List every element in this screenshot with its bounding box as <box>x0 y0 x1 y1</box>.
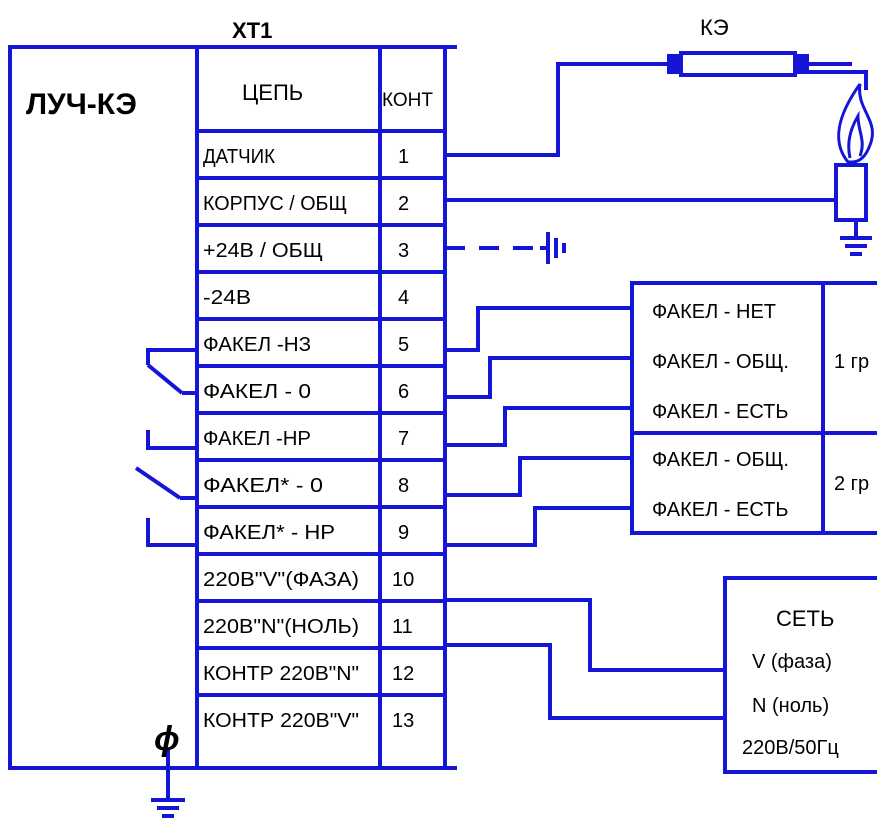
terminal-contact-number: 6 <box>398 381 409 403</box>
terminal-contact-number: 3 <box>398 240 409 262</box>
mains-wires <box>445 598 725 720</box>
terminal-contact-number: 13 <box>392 710 414 732</box>
flame-block-group1: ФАКЕЛ - НЕТ ФАКЕЛ - ОБЩ. ФАКЕЛ - ЕСТЬ 1 … <box>652 301 869 423</box>
terminal-contact-number: 7 <box>398 428 409 450</box>
mains-line: N (ноль) <box>752 695 829 717</box>
terminal-circuit-label: +24В / ОБЩ <box>203 240 323 262</box>
terminal-contact-number: 2 <box>398 193 409 215</box>
flame-g1-item: ФАКЕЛ - ЕСТЬ <box>652 401 788 423</box>
flame-g1-item: ФАКЕЛ - ОБЩ. <box>652 351 789 373</box>
flame-group2-label: 2 гр <box>834 473 869 495</box>
terminal-circuit-label: КОНТР 220В"N" <box>203 663 359 685</box>
terminal-block-title: XT1 <box>232 18 272 43</box>
device-ground <box>151 750 185 818</box>
relay-contacts <box>134 348 197 547</box>
terminal-circuit-label: -24В <box>203 287 251 309</box>
terminal-circuit-label: КОРПУС / ОБЩ <box>203 193 347 215</box>
mains-block-frame <box>723 576 877 774</box>
terminal-table-grid <box>195 47 447 768</box>
mains-line: 220В/50Гц <box>742 737 839 759</box>
mains-title: СЕТЬ <box>776 606 834 631</box>
terminal-circuit-label: КОНТР 220В"V" <box>203 710 359 732</box>
terminal-circuit-label: ФАКЕЛ -НЗ <box>203 334 311 356</box>
terminal-contact-number: 11 <box>392 616 413 638</box>
ground-phi-symbol: ϕ <box>154 720 180 758</box>
terminal-contact-number: 4 <box>398 287 409 309</box>
terminal-circuit-label: ФАКЕЛ -НР <box>203 428 311 450</box>
terminal-circuit-label: ФАКЕЛ* - 0 <box>203 475 323 497</box>
terminal-circuit-label: ФАКЕЛ - 0 <box>203 381 311 403</box>
terminal-contact-number: 8 <box>398 475 409 497</box>
terminal-contact-number: 1 <box>398 146 409 168</box>
terminal-circuit-label: 220В"N"(НОЛЬ) <box>203 616 359 638</box>
flame-block-group2: ФАКЕЛ - ОБЩ. ФАКЕЛ - ЕСТЬ 2 гр <box>652 449 869 521</box>
flame-g1-item: ФАКЕЛ - НЕТ <box>652 301 776 323</box>
terminal-contact-number: 10 <box>392 569 414 591</box>
device-frame <box>8 45 457 770</box>
header-circuit: ЦЕПЬ <box>242 80 303 105</box>
sensor-label: КЭ <box>700 15 729 40</box>
flame-g2-item: ФАКЕЛ - ОБЩ. <box>652 449 789 471</box>
terminal-circuit-label: ФАКЕЛ* - НР <box>203 522 335 544</box>
flame-icon <box>837 83 874 164</box>
terminal-contact-number: 5 <box>398 334 409 356</box>
flame-g2-item: ФАКЕЛ - ЕСТЬ <box>652 499 788 521</box>
mains-line: V (фаза) <box>752 651 832 673</box>
device-name: ЛУЧ-КЭ <box>26 88 137 121</box>
terminal-circuit-label: 220В"V"(ФАЗА) <box>203 569 359 591</box>
terminal-circuit-label: ДАТЧИК <box>203 146 275 168</box>
sensor-wires <box>445 51 872 256</box>
flame-output-wires <box>445 306 632 547</box>
flame-group1-label: 1 гр <box>834 351 869 373</box>
mains-block-text: СЕТЬ V (фаза) N (ноль) 220В/50Гц <box>742 606 839 759</box>
terminal-contact-number: 12 <box>392 663 414 685</box>
dashed-ground <box>445 232 566 264</box>
header-contact: КОНТ <box>382 90 433 111</box>
terminal-contact-number: 9 <box>398 522 409 544</box>
